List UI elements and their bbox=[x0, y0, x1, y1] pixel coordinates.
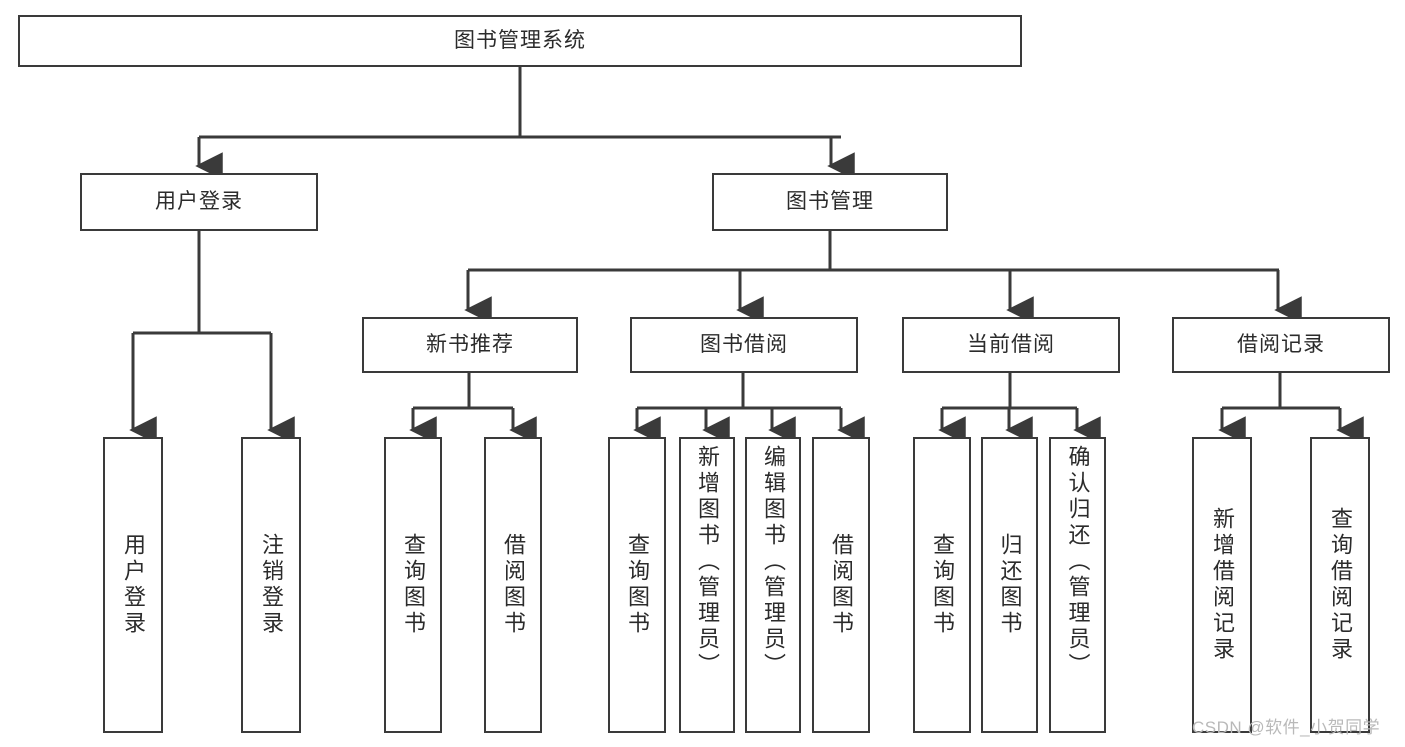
leaf-query-book-current[interactable]: 查询图书 bbox=[913, 437, 971, 733]
leaf-add-borrow-record[interactable]: 新增借阅记录 bbox=[1192, 437, 1252, 733]
node-borrow-record[interactable]: 借阅记录 bbox=[1172, 317, 1390, 373]
node-label: 注销登录 bbox=[258, 533, 284, 637]
node-label: 图书管理系统 bbox=[454, 28, 586, 52]
node-new-book-recommend[interactable]: 新书推荐 bbox=[362, 317, 578, 373]
node-label: 确认归还（管理员） bbox=[1065, 445, 1091, 679]
node-label: 查询图书 bbox=[929, 533, 955, 637]
node-label: 查询图书 bbox=[624, 533, 650, 637]
node-book-management[interactable]: 图书管理 bbox=[712, 173, 948, 231]
leaf-add-book-admin[interactable]: 新增图书（管理员） bbox=[679, 437, 735, 733]
leaf-user-login[interactable]: 用户登录 bbox=[103, 437, 163, 733]
node-system-root[interactable]: 图书管理系统 bbox=[18, 15, 1022, 67]
leaf-logout-login[interactable]: 注销登录 bbox=[241, 437, 301, 733]
node-label: 借阅记录 bbox=[1237, 332, 1325, 356]
leaf-query-borrow-record[interactable]: 查询借阅记录 bbox=[1310, 437, 1370, 733]
node-label: 借阅图书 bbox=[828, 533, 854, 637]
node-label: 新增借阅记录 bbox=[1209, 507, 1235, 663]
leaf-edit-book-admin[interactable]: 编辑图书（管理员） bbox=[745, 437, 801, 733]
node-label: 图书借阅 bbox=[700, 332, 788, 356]
node-user-login[interactable]: 用户登录 bbox=[80, 173, 318, 231]
leaf-query-book-borrow[interactable]: 查询图书 bbox=[608, 437, 666, 733]
node-label: 新增图书（管理员） bbox=[694, 445, 720, 679]
node-current-borrow[interactable]: 当前借阅 bbox=[902, 317, 1120, 373]
node-label: 当前借阅 bbox=[967, 332, 1055, 356]
leaf-borrow-book[interactable]: 借阅图书 bbox=[812, 437, 870, 733]
node-label: 查询借阅记录 bbox=[1327, 507, 1353, 663]
node-label: 新书推荐 bbox=[426, 332, 514, 356]
node-label: 用户登录 bbox=[120, 533, 146, 637]
node-label: 图书管理 bbox=[786, 189, 874, 213]
csdn-watermark: CSDN @软件_小贺同学 bbox=[1192, 718, 1381, 737]
node-book-borrow[interactable]: 图书借阅 bbox=[630, 317, 858, 373]
leaf-confirm-return-admin[interactable]: 确认归还（管理员） bbox=[1049, 437, 1106, 733]
node-label: 借阅图书 bbox=[500, 533, 526, 637]
leaf-borrow-book-recommend[interactable]: 借阅图书 bbox=[484, 437, 542, 733]
leaf-query-book-recommend[interactable]: 查询图书 bbox=[384, 437, 442, 733]
node-label: 用户登录 bbox=[155, 189, 243, 213]
node-label: 查询图书 bbox=[400, 533, 426, 637]
node-label: 编辑图书（管理员） bbox=[760, 445, 786, 679]
leaf-return-book[interactable]: 归还图书 bbox=[981, 437, 1038, 733]
node-label: 归还图书 bbox=[997, 533, 1023, 637]
